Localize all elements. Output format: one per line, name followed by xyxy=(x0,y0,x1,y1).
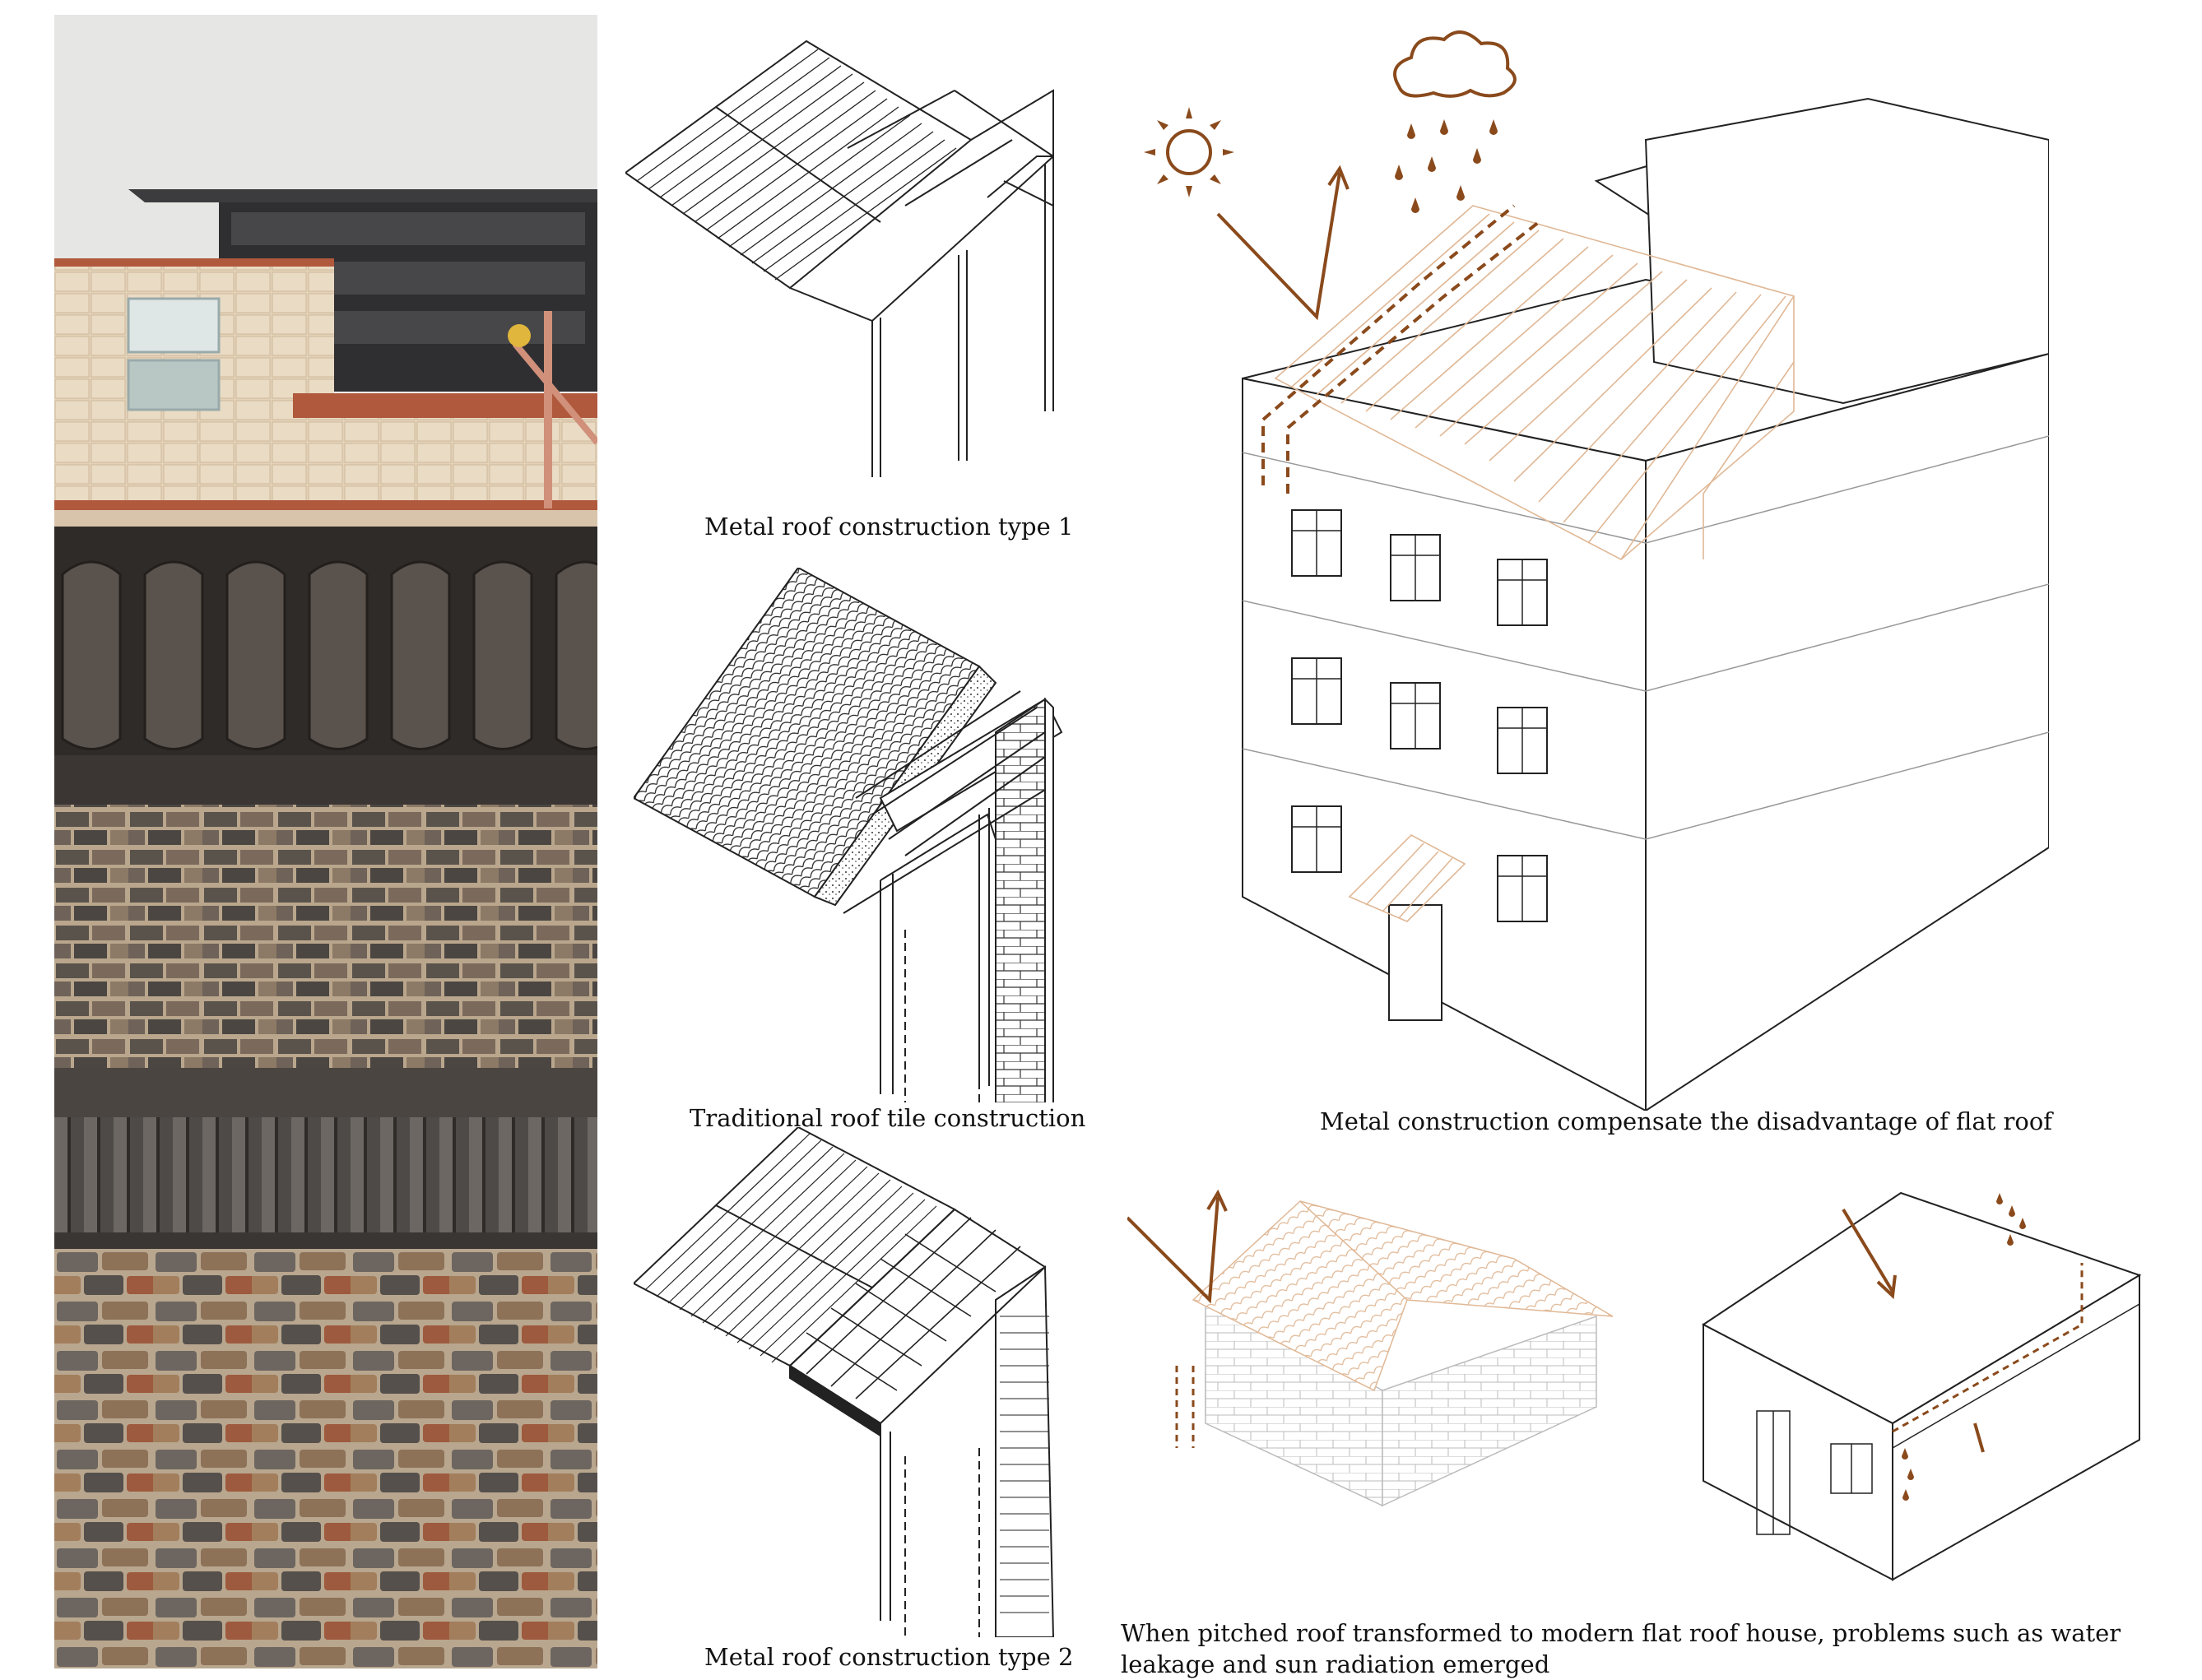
caption-bottom-problems: When pitched roof transformed to modern … xyxy=(1121,1619,2121,1678)
main-building-drawing xyxy=(1216,97,2049,1111)
arrow-icon xyxy=(1127,1189,1228,1304)
rain-path-dashed xyxy=(1261,204,1540,494)
metal-roof-type1-drawing xyxy=(625,39,1054,477)
arrow-icon xyxy=(1216,165,1350,321)
photo-illustration xyxy=(54,15,597,1668)
flat-roof-house-drawing xyxy=(1702,1191,2142,1581)
arrow-icon xyxy=(1842,1208,1985,1453)
caption-metal-roof-type1: Metal roof construction type 1 xyxy=(704,513,1074,541)
caption-main-building: Metal construction compensate the disadv… xyxy=(1320,1107,2053,1135)
rain-drops-icon xyxy=(1902,1193,2026,1501)
metal-roof-type2-drawing xyxy=(634,1127,1055,1637)
caption-traditional-roof: Traditional roof tile construction xyxy=(690,1104,1086,1132)
photo-strip-roof-and-wall xyxy=(54,15,597,1668)
traditional-roof-tile-drawing xyxy=(634,568,1063,1102)
door-canopy xyxy=(1348,834,1466,922)
rain-drops-icon xyxy=(1395,119,1498,213)
metal-roof-accent xyxy=(1274,205,1796,561)
pitched-roof-house-drawing xyxy=(1127,1189,1614,1507)
sun-icon xyxy=(1144,107,1234,197)
caption-metal-roof-type2: Metal roof construction type 2 xyxy=(704,1643,1074,1671)
cloud-icon xyxy=(1393,30,1517,213)
